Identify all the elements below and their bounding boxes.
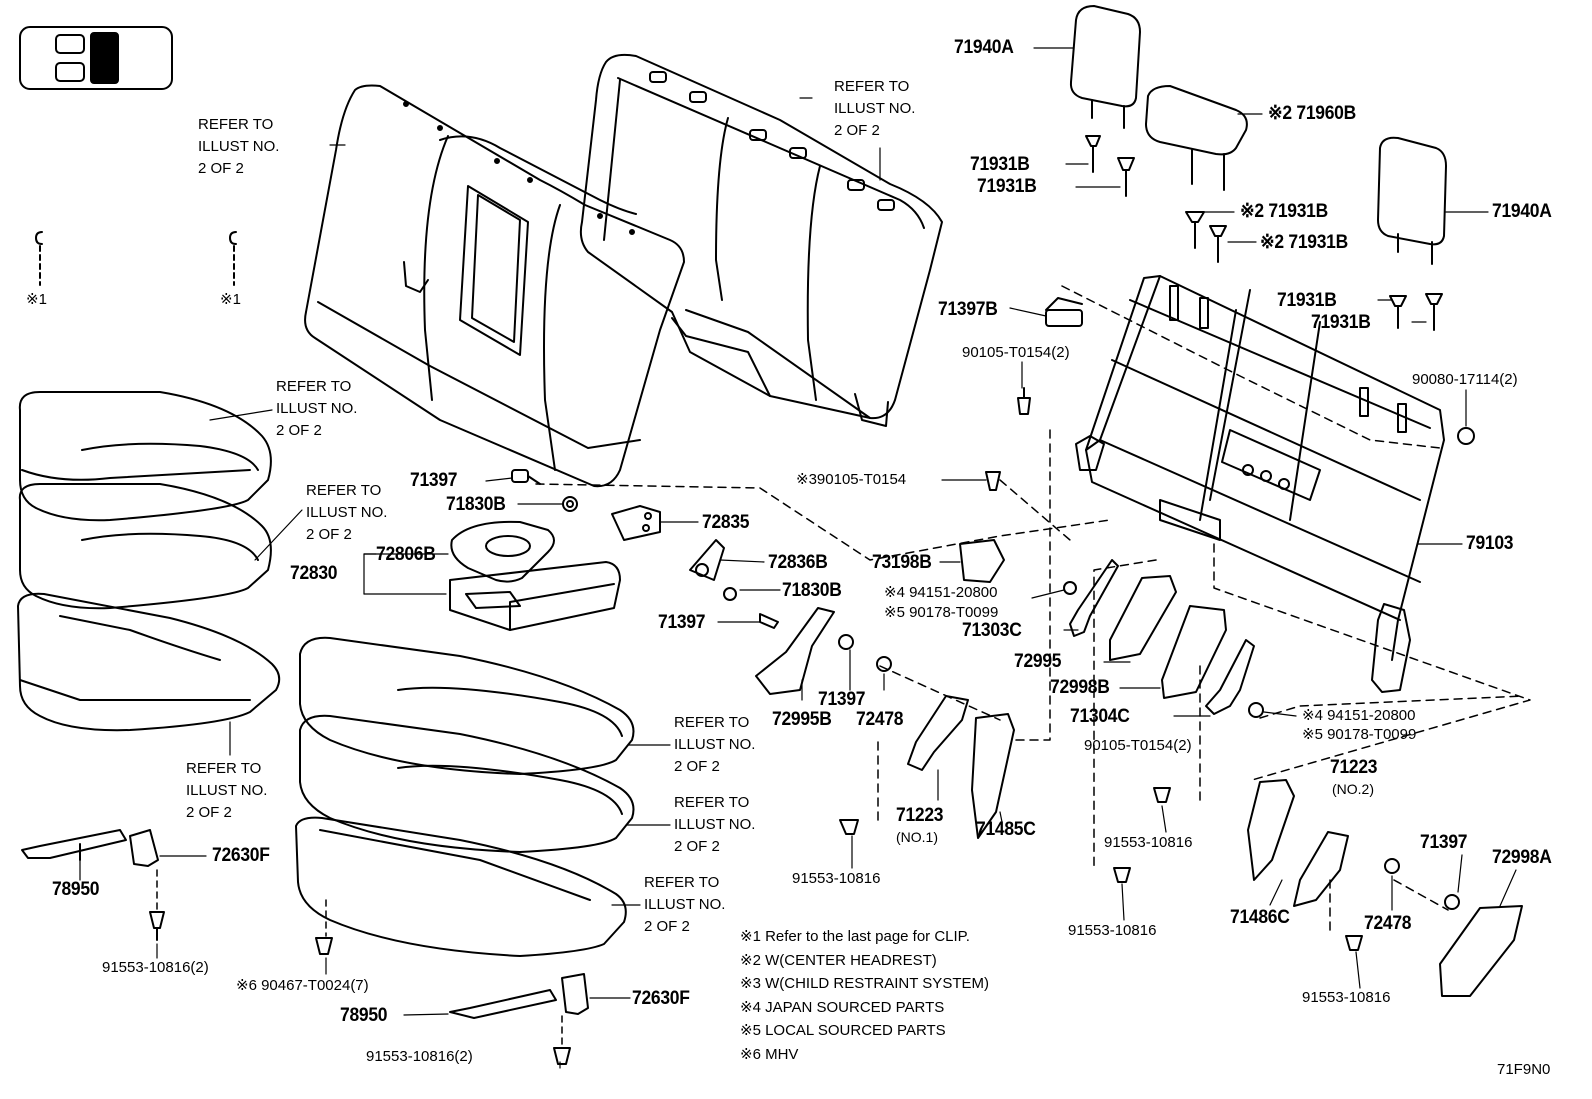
seat-frame-drawing <box>1075 275 1445 693</box>
seat-cushion-center-drawing <box>295 636 635 957</box>
legend-note: ※2 W(CENTER HEADREST) <box>740 951 937 969</box>
refer-callout: REFER TO ILLUST NO. 2 OF 2 <box>834 78 916 139</box>
part-label: 71397 <box>818 689 866 710</box>
part-label: 91553-10816 <box>1068 922 1157 939</box>
part-label: ※2 71960B <box>1268 103 1356 124</box>
legend-note: ※5 LOCAL SOURCED PARTS <box>740 1022 946 1039</box>
armrest-drawing <box>449 520 621 631</box>
part-label: 91553-10816(2) <box>102 959 209 976</box>
refer-callout: REFER TO ILLUST NO. 2 OF 2 <box>674 714 756 775</box>
part-label: 71940A <box>1492 201 1552 222</box>
part-label: 71940A <box>954 37 1014 58</box>
note-marker: ※1 <box>220 291 241 308</box>
leader-lines <box>79 47 1517 1069</box>
part-label: 71486C <box>1230 907 1290 928</box>
part-label: 73198B <box>872 552 932 573</box>
part-label: 79103 <box>1466 533 1514 554</box>
legend-note: ※4 JAPAN SOURCED PARTS <box>740 998 945 1016</box>
part-label: ※6 90467-T0024(7) <box>236 977 369 994</box>
part-label: ※390105-T0154 <box>796 471 907 488</box>
legend-note: ※6 MHV <box>740 1045 799 1063</box>
part-label: (NO.2) <box>1332 781 1374 797</box>
part-label: 72995B <box>772 709 832 730</box>
refer-callout: REFER TO ILLUST NO. 2 OF 2 <box>674 794 756 855</box>
illustration-code: 71F9N0 <box>1497 1061 1551 1078</box>
part-label: 72806B <box>376 544 436 565</box>
headrest-drawings <box>1069 5 1447 265</box>
refer-callout: REFER TO ILLUST NO. 2 OF 2 <box>276 378 358 439</box>
note-marker: ※1 <box>26 291 47 308</box>
part-label: 71830B <box>446 494 506 515</box>
part-label: 71397 <box>1420 832 1468 853</box>
part-label: 72478 <box>856 709 904 730</box>
part-label: ※4 94151-20800 <box>884 584 998 601</box>
part-label: ※2 71931B <box>1260 232 1348 253</box>
part-label: ※4 94151-20800 <box>1302 707 1416 724</box>
refer-callout: REFER TO ILLUST NO. 2 OF 2 <box>186 760 268 821</box>
part-label: 72835 <box>702 512 750 533</box>
part-label: 72630F <box>212 845 270 866</box>
part-label: 71485C <box>976 819 1036 840</box>
seatback-right-drawing <box>579 53 943 427</box>
cushion-bracket-drawings <box>21 787 1363 1065</box>
part-label: 71223 <box>1330 757 1378 778</box>
hardware-drawings <box>511 297 1475 910</box>
part-label: 71397 <box>658 612 706 633</box>
vehicle-location-icon <box>19 26 173 90</box>
refer-callout: REFER TO ILLUST NO. 2 OF 2 <box>198 116 280 177</box>
legend-notes: ※1 Refer to the last page for CLIP. ※2 W… <box>740 925 989 1066</box>
part-label: 71397B <box>938 299 998 320</box>
part-label: 91553-10816 <box>792 870 881 887</box>
part-label: 72995 <box>1014 651 1062 672</box>
part-label: 71931B <box>1277 290 1337 311</box>
part-label: 72478 <box>1364 913 1412 934</box>
refer-callout: REFER TO ILLUST NO. 2 OF 2 <box>644 874 726 935</box>
part-label: 72836B <box>768 552 828 573</box>
refer-callout: REFER TO ILLUST NO. 2 OF 2 <box>306 482 388 543</box>
part-label: 91553-10816(2) <box>366 1048 473 1065</box>
part-label: 71830B <box>782 580 842 601</box>
part-label: 90080-17114(2) <box>1412 371 1518 388</box>
part-label: 78950 <box>340 1005 388 1026</box>
part-label: (NO.1) <box>896 829 938 845</box>
part-label: 72998B <box>1050 677 1110 698</box>
part-label: 78950 <box>52 879 100 900</box>
part-label: 72998A <box>1492 847 1552 868</box>
part-label: 71303C <box>962 620 1022 641</box>
side-trim-drawings <box>755 559 1523 997</box>
part-label: 90105-T0154(2) <box>1084 737 1192 754</box>
part-label: ※5 90178-T0099 <box>1302 726 1417 743</box>
part-label: ※5 90178-T0099 <box>884 604 999 621</box>
part-label: 72830 <box>290 563 338 584</box>
legend-note: ※1 Refer to the last page for CLIP. <box>740 928 970 945</box>
seat-cushion-left-drawing <box>17 391 281 732</box>
part-label: 91553-10816 <box>1302 989 1391 1006</box>
part-label: 71931B <box>977 176 1037 197</box>
part-label: 71931B <box>970 154 1030 175</box>
part-label: 91553-10816 <box>1104 834 1193 851</box>
headrest-guide-drawings <box>1085 135 1443 331</box>
part-label: 90105-T0154(2) <box>962 344 1070 361</box>
part-label: 71931B <box>1311 312 1371 333</box>
seatback-left-drawing <box>304 84 685 488</box>
part-label: 72630F <box>632 988 690 1009</box>
part-label: ※2 71931B <box>1240 201 1328 222</box>
legend-note: ※3 W(CHILD RESTRAINT SYSTEM) <box>740 975 989 992</box>
part-label: 71397 <box>410 470 458 491</box>
part-label: 71223 <box>896 805 944 826</box>
part-label: 71304C <box>1070 706 1130 727</box>
